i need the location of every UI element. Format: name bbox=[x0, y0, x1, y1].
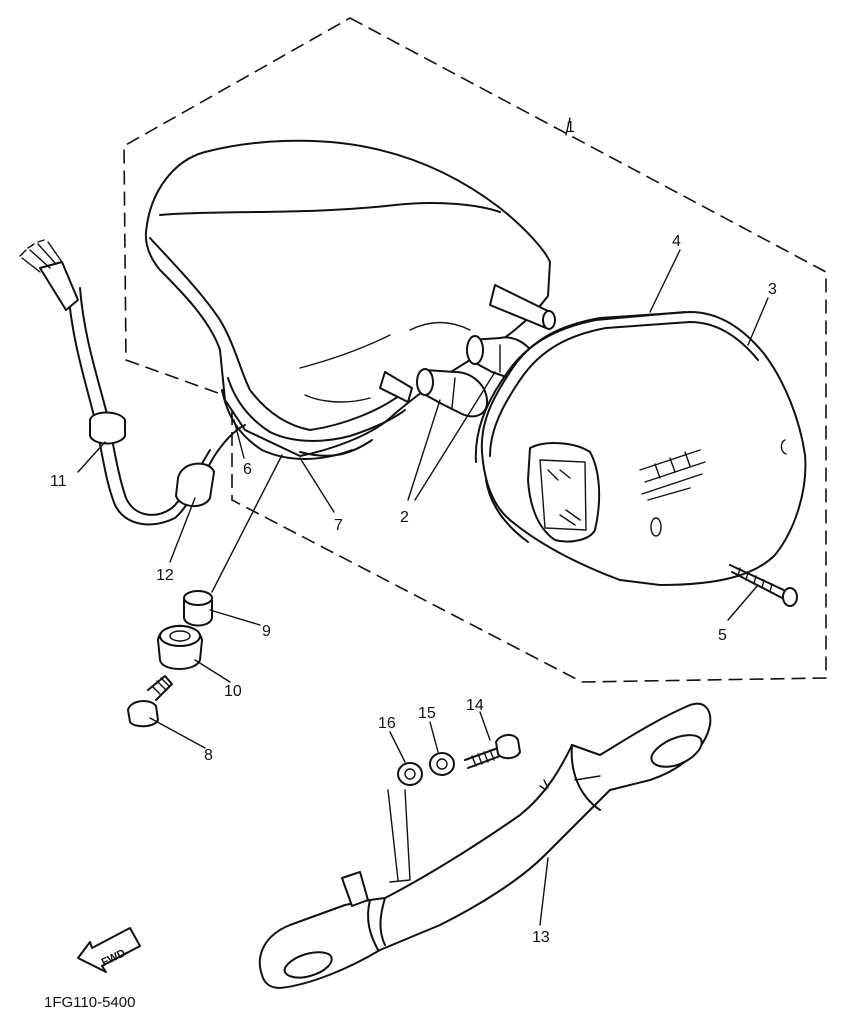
nut-16 bbox=[397, 762, 423, 786]
callout-labels: 1 2 3 4 5 6 7 8 9 10 11 12 13 14 15 16 bbox=[50, 119, 777, 946]
callout-13: 13 bbox=[532, 929, 550, 946]
callout-9: 9 bbox=[262, 623, 271, 640]
callout-6: 6 bbox=[243, 461, 252, 478]
license-bracket bbox=[258, 702, 712, 989]
callout-4: 4 bbox=[672, 233, 681, 250]
assembly-boundary bbox=[123, 17, 827, 683]
fwd-arrow: FWD bbox=[77, 927, 141, 973]
callout-1: 1 bbox=[566, 119, 575, 136]
washer-15 bbox=[429, 752, 455, 776]
callout-7: 7 bbox=[334, 517, 343, 534]
taillight-base bbox=[144, 139, 556, 460]
diagram-code: 1FG110-5400 bbox=[44, 994, 135, 1011]
callout-10: 10 bbox=[224, 683, 242, 700]
lens-screw bbox=[729, 564, 798, 607]
callout-15: 15 bbox=[418, 705, 436, 722]
taillight-lens bbox=[474, 311, 807, 586]
callout-14: 14 bbox=[466, 697, 484, 714]
callout-5: 5 bbox=[718, 627, 727, 644]
bolt-14 bbox=[464, 734, 521, 769]
leader-lines bbox=[77, 117, 769, 926]
callout-3: 3 bbox=[768, 281, 777, 298]
callout-11: 11 bbox=[50, 473, 67, 490]
bolt-8 bbox=[127, 675, 173, 728]
callout-2: 2 bbox=[400, 509, 409, 526]
collar-10 bbox=[157, 624, 203, 670]
cap-9 bbox=[183, 590, 213, 627]
callout-12: 12 bbox=[156, 567, 174, 584]
bulb-lower bbox=[416, 368, 489, 418]
callout-16: 16 bbox=[378, 715, 396, 732]
callout-8: 8 bbox=[204, 747, 213, 764]
wire-harness bbox=[19, 239, 246, 526]
